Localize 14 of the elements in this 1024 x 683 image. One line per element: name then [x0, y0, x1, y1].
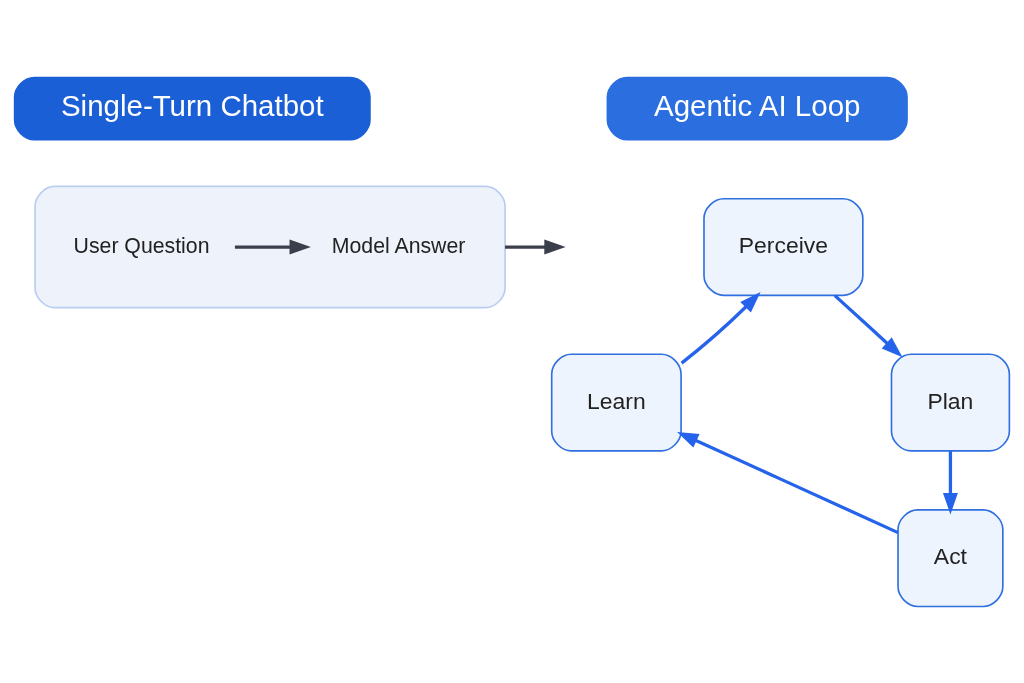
node-box: Act [897, 508, 1004, 607]
arrow [680, 291, 761, 364]
cluster [34, 185, 506, 308]
arrow [677, 431, 899, 534]
node-box: Perceive [703, 197, 864, 296]
node-box: Agentic AI Loop [606, 76, 908, 141]
node-box: Plan [890, 352, 1011, 452]
arrow [234, 239, 311, 254]
arrow [942, 450, 958, 514]
node-text: User Question [73, 233, 210, 258]
node-box: Learn [550, 352, 682, 452]
node-box: Single-Turn Chatbot [13, 76, 371, 141]
node-text: Model Answer [331, 233, 466, 258]
arrow [833, 293, 903, 357]
